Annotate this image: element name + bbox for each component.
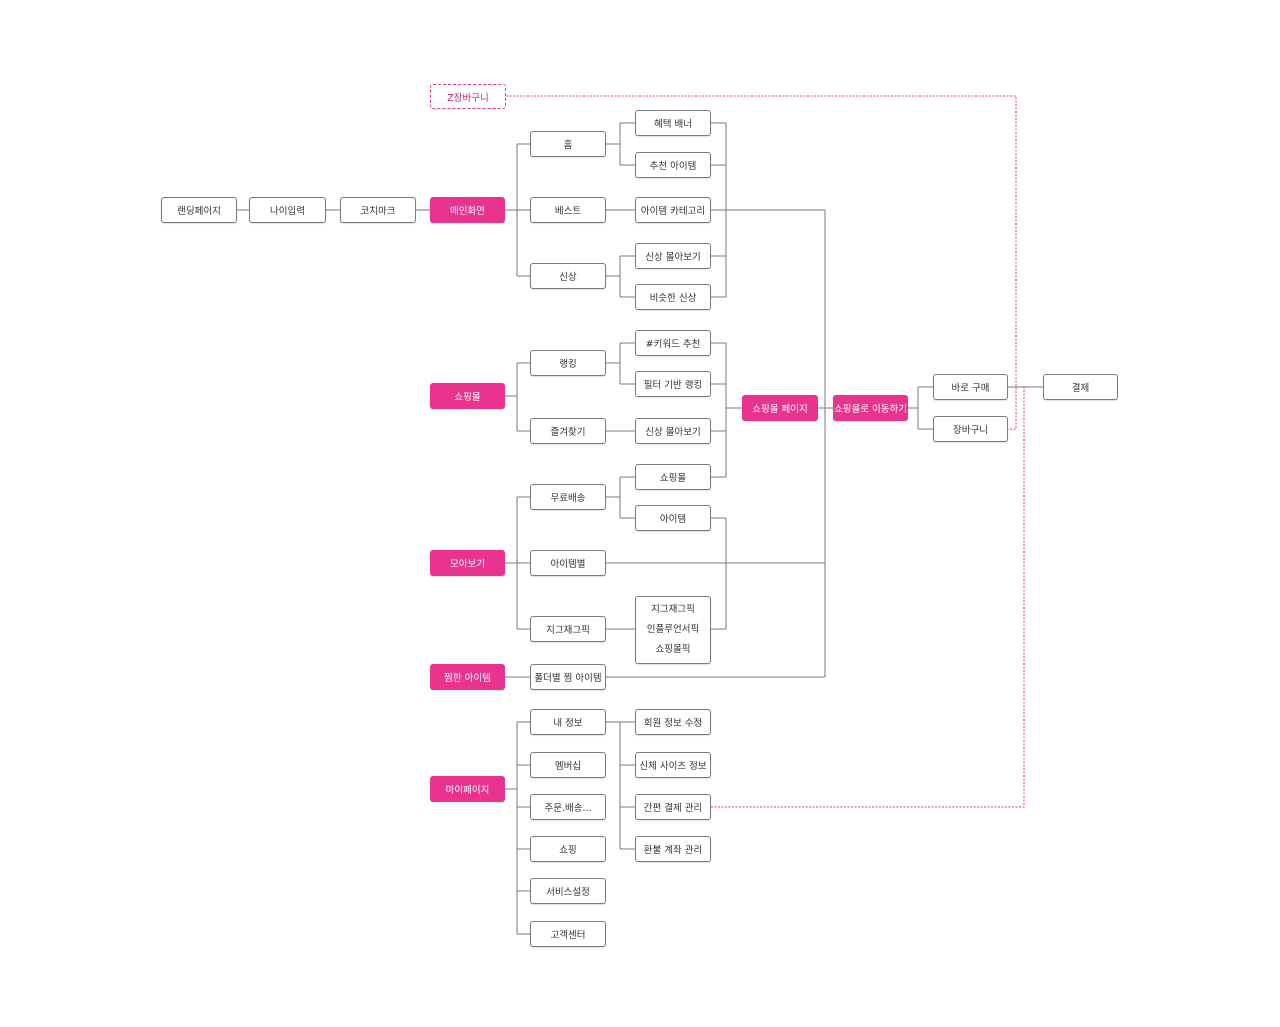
- favorites-node[interactable]: 즐겨찾기: [530, 418, 606, 444]
- ranking-node[interactable]: 랭킹: [530, 350, 606, 376]
- coach-mark-node[interactable]: 코치마크: [340, 197, 416, 223]
- edit-member-info-node[interactable]: 회원 정보 수정: [635, 709, 711, 735]
- free-shipping-mall-node[interactable]: 쇼핑몰: [635, 464, 711, 490]
- service-settings-node[interactable]: 서비스설정: [530, 878, 606, 904]
- payment-node[interactable]: 결제: [1043, 374, 1118, 400]
- by-item-node[interactable]: 아이템별: [530, 550, 606, 576]
- buy-now-node[interactable]: 바로 구매: [933, 374, 1008, 400]
- recommended-item-node[interactable]: 추천 아이템: [635, 152, 711, 178]
- order-delivery-node[interactable]: 주문.배송...: [530, 794, 606, 820]
- body-size-info-node[interactable]: 신체 사이즈 정보: [635, 752, 711, 778]
- main-screen-node[interactable]: 메인화면: [430, 197, 505, 223]
- shopping-node[interactable]: 쇼핑: [530, 836, 606, 862]
- go-to-mall-node[interactable]: 쇼핑몰로 이동하기: [833, 395, 908, 421]
- keyword-recommend-node[interactable]: #키워드 추천: [635, 330, 711, 356]
- favorites-new-collection-node[interactable]: 신상 몰아보기: [635, 418, 711, 444]
- landing-page-node[interactable]: 랜딩페이지: [161, 197, 237, 223]
- zigzag-pick-group-node[interactable]: 지그재그픽 인플루언서픽 쇼핑몰픽: [635, 596, 711, 664]
- free-shipping-node[interactable]: 무료배송: [530, 484, 606, 510]
- folder-wishlist-node[interactable]: 폴더별 찜 아이템: [530, 664, 606, 690]
- home-node[interactable]: 홈: [530, 131, 606, 157]
- cart-node[interactable]: 장바구니: [933, 416, 1008, 442]
- collection-node[interactable]: 모아보기: [430, 550, 505, 576]
- item-category-node[interactable]: 아이템 카테고리: [635, 197, 711, 223]
- new-node[interactable]: 신상: [530, 263, 606, 289]
- mall-pick-label: 쇼핑몰픽: [655, 644, 691, 655]
- membership-node[interactable]: 멤버십: [530, 752, 606, 778]
- free-shipping-item-node[interactable]: 아이템: [635, 505, 711, 531]
- shopping-mall-node[interactable]: 쇼핑몰: [430, 383, 505, 409]
- wishlist-node[interactable]: 찜한 아이템: [430, 664, 505, 690]
- zigzag-pick-node[interactable]: 지그재그픽: [530, 616, 606, 642]
- new-collection-node[interactable]: 신상 몰아보기: [635, 243, 711, 269]
- customer-center-node[interactable]: 고객센터: [530, 921, 606, 947]
- refund-account-node[interactable]: 환불 계좌 관리: [635, 836, 711, 862]
- mall-page-node[interactable]: 쇼핑몰 페이지: [742, 395, 818, 421]
- mypage-node[interactable]: 마이페이지: [430, 776, 505, 802]
- zigzag-pick-label: 지그재그픽: [651, 604, 695, 615]
- similar-new-node[interactable]: 비슷한 신상: [635, 284, 711, 310]
- my-info-node[interactable]: 내 정보: [530, 709, 606, 735]
- influencer-pick-label: 인플루언서픽: [646, 624, 700, 635]
- filter-ranking-node[interactable]: 필터 기반 랭킹: [635, 371, 711, 397]
- age-input-node[interactable]: 나이입력: [249, 197, 326, 223]
- easy-payment-node[interactable]: 간편 결제 관리: [635, 794, 711, 820]
- z-cart-node[interactable]: Z장바구니: [430, 84, 506, 109]
- benefit-banner-node[interactable]: 혜택 배너: [635, 110, 711, 136]
- best-node[interactable]: 베스트: [530, 197, 606, 223]
